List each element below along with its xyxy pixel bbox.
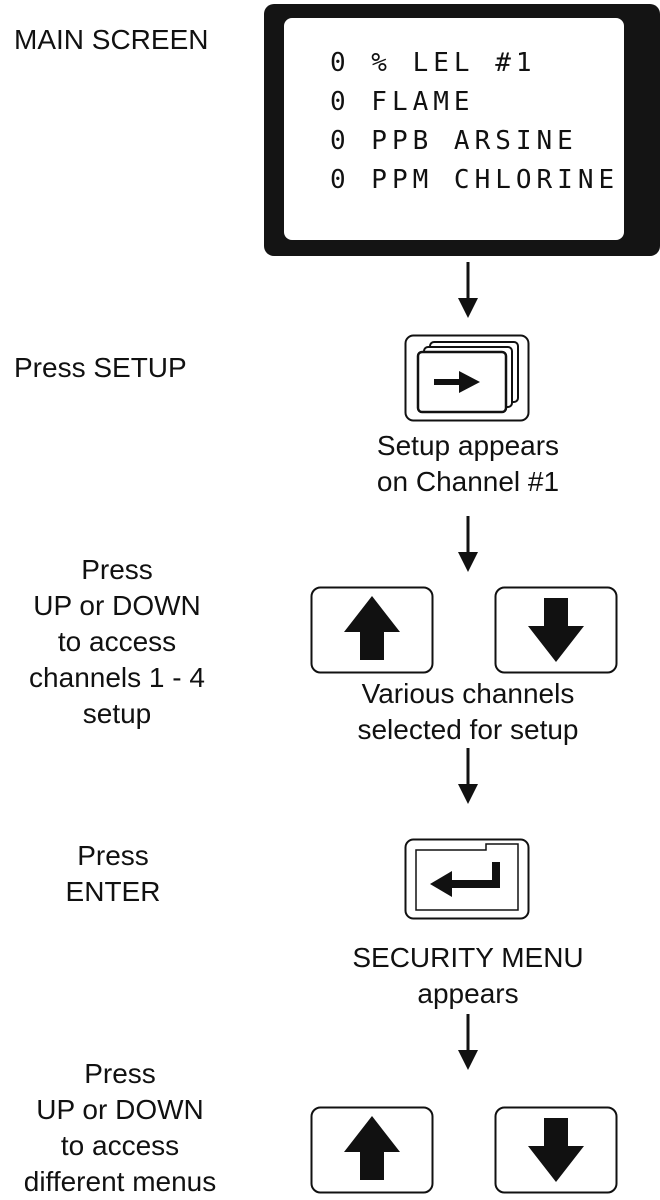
setup-key-icon[interactable]	[404, 334, 530, 422]
lcd-line-1: 0 % LEL #1	[330, 48, 537, 78]
enter-key-icon	[430, 862, 500, 897]
up-arrow-icon	[344, 596, 400, 660]
lcd-line-4: 0 PPM CHLORINE	[330, 165, 620, 195]
label-line: Press	[81, 554, 153, 585]
up-key-button[interactable]	[310, 1106, 434, 1194]
label-line: different menus	[23, 1166, 217, 1197]
down-arrow-icon	[528, 598, 584, 662]
setup-appears-text: Setup appears on Channel #1	[318, 428, 618, 500]
label-line: Press	[84, 1058, 156, 1089]
label-line: UP or DOWN	[33, 590, 201, 621]
press-setup-label: Press SETUP	[14, 352, 187, 383]
result-line: appears	[417, 978, 519, 1009]
down-key-button[interactable]	[494, 1106, 618, 1194]
lcd-line-3: 0 PPB ARSINE	[330, 126, 578, 156]
security-menu-text: SECURITY MENU appears	[318, 940, 618, 1012]
lcd-display	[264, 4, 660, 256]
enter-key-button[interactable]	[404, 838, 530, 920]
result-line: Various channels	[361, 678, 575, 709]
label-line: to access	[60, 1130, 180, 1161]
up-key-button[interactable]	[310, 586, 434, 674]
up-arrow-icon	[344, 1116, 400, 1180]
flow-arrow-down-icon	[458, 748, 478, 804]
label-line: to access	[57, 626, 177, 657]
flow-arrow-down-icon	[458, 516, 478, 572]
flow-arrow-down-icon	[458, 1014, 478, 1070]
various-channels-text: Various channels selected for setup	[318, 676, 618, 748]
main-screen-label: MAIN SCREEN	[14, 24, 209, 55]
label-line: setup	[82, 698, 152, 729]
result-line: on Channel #1	[376, 466, 560, 497]
press-updown-label-1: Press UP or DOWN to access channels 1 - …	[0, 552, 234, 732]
flow-arrow-down-icon	[458, 262, 478, 318]
result-line: Setup appears	[376, 430, 560, 461]
press-enter-label: Press ENTER	[0, 838, 226, 910]
down-key-button[interactable]	[494, 586, 618, 674]
label-line: UP or DOWN	[36, 1094, 204, 1125]
down-arrow-icon	[528, 1118, 584, 1182]
press-updown-label-2: Press UP or DOWN to access different men…	[0, 1056, 240, 1200]
label-line: ENTER	[65, 876, 161, 907]
lcd-line-2: 0 FLAME	[330, 87, 475, 117]
label-line: Press	[77, 840, 149, 871]
label-line: channels 1 - 4	[29, 662, 205, 693]
result-line: selected for setup	[357, 714, 579, 745]
result-line: SECURITY MENU	[352, 942, 584, 973]
lcd-screen	[284, 18, 624, 240]
